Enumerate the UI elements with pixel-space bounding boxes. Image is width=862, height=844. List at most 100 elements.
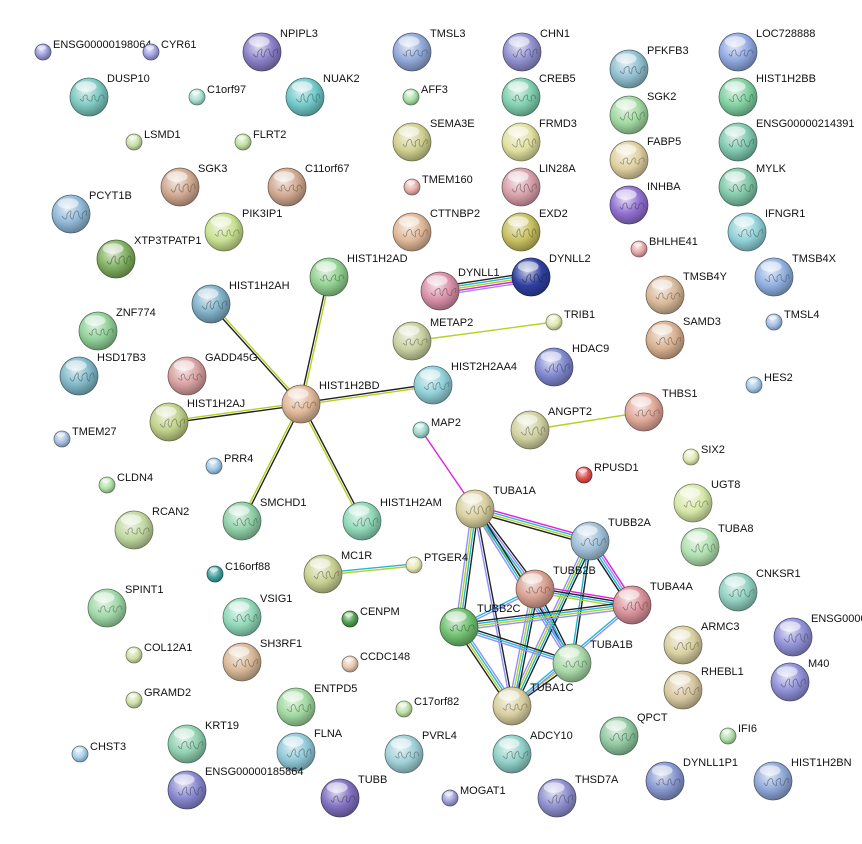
node-TUBA1A[interactable]: TUBA1A [455, 485, 536, 529]
node-TMEM160[interactable]: TMEM160 [403, 174, 473, 196]
node-TMSB4Y[interactable]: TMSB4Y [645, 271, 728, 315]
edge-TUBA1A-TUBB2C[interactable] [455, 508, 479, 628]
node-HIST1H2BN[interactable]: HIST1H2BN [753, 757, 852, 801]
node-RHEBL1[interactable]: RHEBL1 [663, 666, 744, 710]
node-SIX2[interactable]: SIX2 [682, 444, 725, 466]
node-QPCT[interactable]: QPCT [599, 712, 668, 756]
node-THSD7A[interactable]: THSD7A [537, 774, 619, 818]
node-CHST3[interactable]: CHST3 [71, 741, 126, 763]
node-TUBA4A[interactable]: TUBA4A [612, 581, 693, 625]
node-EXD2[interactable]: EXD2 [501, 208, 568, 252]
node-MYLK[interactable]: MYLK [718, 163, 787, 207]
edge-TUBB2C-TUBA1B[interactable] [458, 624, 573, 666]
node-GADD45G[interactable]: GADD45G [167, 352, 258, 396]
edge-HIST1H2BD-HIST2H2AA4[interactable] [300, 383, 434, 406]
node-PVRL4[interactable]: PVRL4 [384, 730, 457, 774]
node-PCYT1B[interactable]: PCYT1B [51, 190, 132, 234]
node-C1orf97[interactable]: C1orf97 [188, 84, 246, 106]
node-METAP2[interactable]: METAP2 [392, 317, 473, 361]
node-HIST2H2AA4[interactable]: HIST2H2AA4 [413, 361, 517, 405]
edge-HIST1H2BD-HIST1H2AH[interactable] [209, 302, 303, 406]
node-NUAK2[interactable]: NUAK2 [285, 73, 360, 117]
node-SPINT1[interactable]: SPINT1 [87, 584, 164, 628]
node-ARMC3[interactable]: ARMC3 [663, 621, 740, 665]
node-TUBB2B[interactable]: TUBB2B [515, 565, 596, 609]
node-COL12A1[interactable]: COL12A1 [125, 642, 192, 664]
node-SGK3[interactable]: SGK3 [160, 163, 227, 207]
node-FRMD3[interactable]: FRMD3 [501, 118, 577, 162]
node-DYNLL1[interactable]: DYNLL1 [420, 267, 500, 311]
node-XTP3TPATP1[interactable]: XTP3TPATP1 [96, 235, 201, 279]
node-SH3RF1[interactable]: SH3RF1 [222, 638, 302, 682]
node-BHLHE41[interactable]: BHLHE41 [630, 236, 698, 258]
node-MAP2[interactable]: MAP2 [412, 417, 461, 439]
node-VSIG1[interactable]: VSIG1 [222, 593, 292, 637]
edge-TUBB2C-TUBA4A[interactable] [458, 601, 633, 631]
node-HIST1H2AM[interactable]: HIST1H2AM [342, 497, 442, 541]
node-AFF3[interactable]: AFF3 [402, 84, 448, 106]
node-RPUSD1[interactable]: RPUSD1 [575, 462, 639, 484]
node-TRIB1[interactable]: TRIB1 [545, 309, 595, 331]
node-THBS1[interactable]: THBS1 [624, 388, 697, 432]
node-KRT19[interactable]: KRT19 [167, 720, 239, 764]
node-C16orf88[interactable]: C16orf88 [206, 561, 270, 583]
node-CTTNBP2[interactable]: CTTNBP2 [392, 208, 480, 252]
node-TUBA1C[interactable]: TUBA1C [492, 682, 573, 726]
node-FABP5[interactable]: FABP5 [609, 136, 681, 180]
node-CYR61[interactable]: CYR61 [142, 39, 196, 61]
node-ZNF774[interactable]: ZNF774 [78, 307, 156, 351]
node-FLNA[interactable]: FLNA [276, 728, 343, 772]
node-SEMA3E[interactable]: SEMA3E [392, 118, 475, 162]
edge-HIST1H2BD-SMCHD1[interactable] [240, 403, 303, 522]
node-CHN1[interactable]: CHN1 [502, 28, 570, 72]
node-C17orf82[interactable]: C17orf82 [395, 696, 459, 718]
node-LSMD1[interactable]: LSMD1 [125, 129, 181, 151]
node-TUBA8[interactable]: TUBA8 [680, 523, 753, 567]
edge-HIST1H2BD-HIST1H2AJ[interactable] [168, 402, 302, 424]
node-ENSG00000198064[interactable]: ENSG00000198064 [34, 39, 151, 61]
node-HIST1H2BD[interactable]: HIST1H2BD [281, 380, 380, 424]
node-HDAC9[interactable]: HDAC9 [534, 343, 609, 387]
node-UGT8[interactable]: UGT8 [673, 479, 740, 523]
node-LIN28A[interactable]: LIN28A [501, 163, 576, 207]
node-PIK3IP1[interactable]: PIK3IP1 [204, 208, 282, 252]
node-TMSB4X[interactable]: TMSB4X [754, 253, 837, 297]
node-ANGPT2[interactable]: ANGPT2 [510, 406, 592, 450]
node-TUBA1B[interactable]: TUBA1B [552, 639, 633, 683]
node-IFNGR1[interactable]: IFNGR1 [727, 208, 805, 252]
node-GRAMD2[interactable]: GRAMD2 [125, 687, 191, 709]
node-DUSP10[interactable]: DUSP10 [69, 73, 150, 117]
node-ENSG00000214391[interactable]: ENSG00000214391 [718, 118, 854, 162]
edge-METAP2-TRIB1[interactable] [411, 321, 555, 342]
node-TMSL3[interactable]: TMSL3 [392, 28, 465, 72]
node-TMEM27[interactable]: TMEM27 [53, 426, 117, 448]
node-CNKSR1[interactable]: CNKSR1 [718, 568, 801, 612]
node-PFKFB3[interactable]: PFKFB3 [609, 45, 689, 89]
node-MC1R[interactable]: MC1R [303, 550, 372, 594]
node-CENPM[interactable]: CENPM [341, 606, 400, 628]
node-HIST1H2AH[interactable]: HIST1H2AH [191, 280, 290, 324]
node-HIST1H2BB[interactable]: HIST1H2BB [718, 73, 816, 117]
node-TUBB[interactable]: TUBB [320, 774, 387, 818]
node-LOC728888[interactable]: LOC728888 [718, 28, 815, 72]
edge-TUBA1A-TUBB2A[interactable] [473, 505, 592, 545]
node-ENSG0000[interactable]: ENSG0000 [773, 613, 862, 657]
node-IFI6[interactable]: IFI6 [719, 723, 757, 745]
node-MOGAT1[interactable]: MOGAT1 [441, 785, 506, 807]
node-NPIPL3[interactable]: NPIPL3 [242, 28, 318, 72]
node-TUBB2A[interactable]: TUBB2A [570, 517, 651, 561]
edge-HIST1H2BD-HIST1H2AM[interactable] [299, 403, 364, 522]
node-CCDC148[interactable]: CCDC148 [341, 651, 410, 673]
node-ENSG00000185864[interactable]: ENSG00000185864 [167, 766, 303, 810]
node-INHBA[interactable]: INHBA [609, 181, 681, 225]
node-HIST1H2AD[interactable]: HIST1H2AD [309, 253, 408, 297]
node-TUBB2C[interactable]: TUBB2C [439, 603, 520, 647]
node-HSD17B3[interactable]: HSD17B3 [59, 352, 146, 396]
edge-TUBB2A-TUBA1B[interactable] [570, 540, 592, 664]
node-SAMD3[interactable]: SAMD3 [645, 316, 721, 360]
node-PTGER4[interactable]: PTGER4 [405, 552, 468, 574]
node-TMSL4[interactable]: TMSL4 [765, 309, 819, 331]
node-ADCY10[interactable]: ADCY10 [492, 730, 573, 774]
node-HES2[interactable]: HES2 [745, 372, 793, 394]
node-CREB5[interactable]: CREB5 [501, 73, 576, 117]
